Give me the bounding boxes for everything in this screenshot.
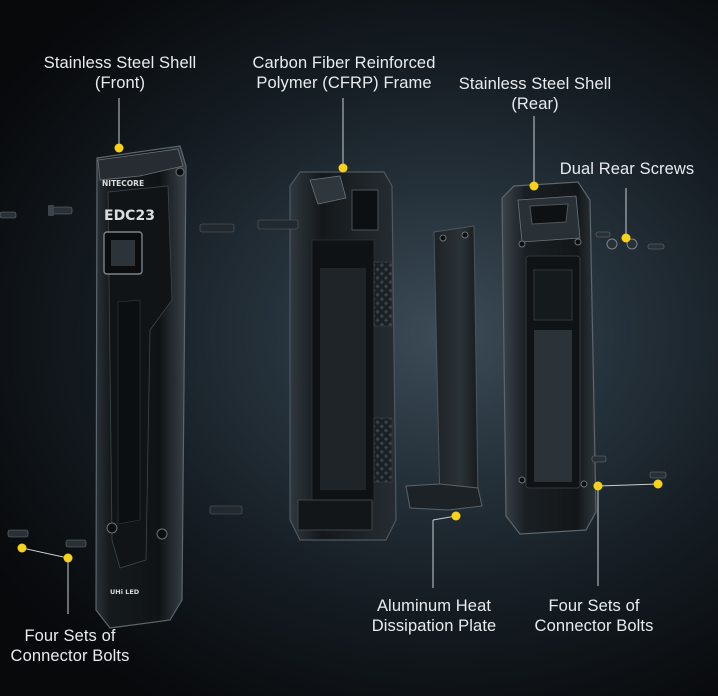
label-front-shell-line2: (Front) bbox=[94, 74, 146, 92]
marker-bolts-left-a bbox=[17, 543, 27, 553]
label-cfrp-frame: Carbon Fiber Reinforced Polymer (CFRP) F… bbox=[253, 53, 436, 93]
label-front-shell-line1: Stainless Steel Shell bbox=[43, 54, 197, 72]
label-rear-shell-line2: (Rear) bbox=[511, 95, 559, 113]
label-heat-plate-line1: Aluminum Heat bbox=[376, 597, 492, 615]
connector-bolts-right bbox=[591, 455, 667, 479]
label-rear-screws-line1: Dual Rear Screws bbox=[559, 160, 695, 178]
label-bolts-left-line2: Connector Bolts bbox=[10, 647, 130, 665]
rear-steel-shell bbox=[501, 181, 597, 535]
label-bolts-right-line2: Connector Bolts bbox=[534, 617, 654, 635]
connector-bolts-left-bottom bbox=[7, 529, 87, 548]
label-bolts-left: Four Sets of Connector Bolts bbox=[11, 626, 130, 666]
marker-cfrp-frame bbox=[338, 163, 348, 173]
marker-rear-screws bbox=[621, 233, 631, 243]
label-rear-screws: Dual Rear Screws bbox=[560, 159, 695, 179]
marker-heat-plate bbox=[451, 511, 461, 521]
connector-standoffs bbox=[199, 219, 299, 515]
led-badge-text: UHi LED bbox=[110, 588, 140, 596]
label-rear-shell: Stainless Steel Shell (Rear) bbox=[459, 74, 612, 114]
front-steel-shell: NITECORE EDC23 UHi LED bbox=[95, 145, 187, 629]
label-cfrp-frame-line1: Carbon Fiber Reinforced bbox=[252, 54, 436, 72]
label-heat-plate: Aluminum Heat Dissipation Plate bbox=[372, 596, 497, 636]
aluminum-heat-plate bbox=[405, 225, 483, 511]
brand-logo-text: NITECORE bbox=[102, 179, 144, 188]
label-cfrp-frame-line2: Polymer (CFRP) Frame bbox=[256, 74, 432, 92]
connector-bolts-left-top bbox=[0, 205, 73, 219]
model-text: EDC23 bbox=[104, 208, 155, 224]
leader-bolts-left bbox=[21, 547, 69, 614]
label-front-shell: Stainless Steel Shell (Front) bbox=[44, 53, 197, 93]
marker-rear-shell bbox=[529, 181, 539, 191]
cfrp-frame bbox=[289, 171, 397, 541]
label-bolts-right-line1: Four Sets of bbox=[548, 597, 640, 615]
marker-bolts-left-b bbox=[63, 553, 73, 563]
label-bolts-left-line1: Four Sets of bbox=[24, 627, 116, 645]
marker-bolts-right-a bbox=[593, 481, 603, 491]
marker-bolts-right-b bbox=[653, 479, 663, 489]
label-bolts-right: Four Sets of Connector Bolts bbox=[535, 596, 654, 636]
label-rear-shell-line1: Stainless Steel Shell bbox=[458, 75, 612, 93]
leader-bolts-right bbox=[597, 483, 659, 586]
dual-rear-screws bbox=[595, 231, 665, 250]
label-heat-plate-line2: Dissipation Plate bbox=[371, 617, 497, 635]
callout-markers bbox=[17, 143, 663, 563]
marker-front-shell bbox=[114, 143, 124, 153]
